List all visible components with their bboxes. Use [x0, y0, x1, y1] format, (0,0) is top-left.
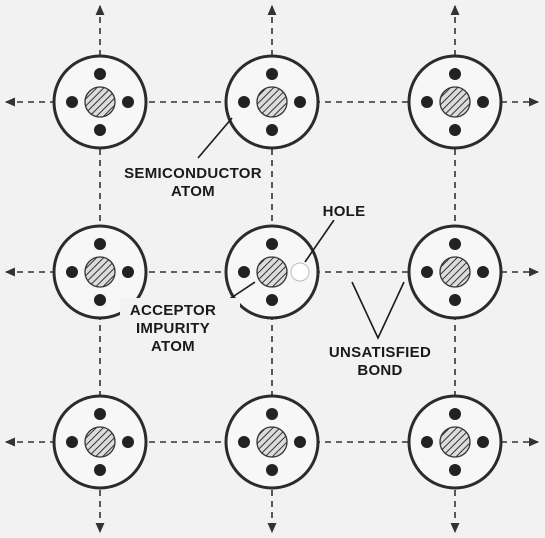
electron-icon [238, 96, 250, 108]
nucleus-icon [257, 427, 287, 457]
nucleus-icon [257, 257, 287, 287]
electron-icon [294, 436, 306, 448]
unsatisfied-bond-label-line1: UNSATISFIED [329, 344, 431, 361]
electron-icon [94, 294, 106, 306]
electron-icon [266, 408, 278, 420]
semiconductor-atom [409, 396, 501, 488]
atoms [54, 56, 501, 488]
nucleus-icon [440, 87, 470, 117]
nucleus-icon [85, 257, 115, 287]
electron-icon [94, 464, 106, 476]
electron-icon [421, 96, 433, 108]
unsatisfied-bond-leader [352, 282, 404, 338]
electron-icon [449, 124, 461, 136]
nucleus-icon [85, 87, 115, 117]
unsatisfied-bond-label-line2: BOND [357, 362, 402, 379]
electron-icon [66, 436, 78, 448]
electron-icon [66, 96, 78, 108]
semiconductor-atom-leader [198, 118, 232, 158]
electron-icon [94, 408, 106, 420]
nucleus-icon [85, 427, 115, 457]
electron-icon [94, 68, 106, 80]
electron-icon [449, 464, 461, 476]
electron-icon [238, 266, 250, 278]
electron-icon [477, 96, 489, 108]
nucleus-icon [440, 257, 470, 287]
semiconductor-atom [409, 226, 501, 318]
electron-icon [266, 68, 278, 80]
nucleus-icon [257, 87, 287, 117]
acceptor-label-line1: ACCEPTOR [130, 302, 216, 319]
electron-icon [122, 266, 134, 278]
electron-icon [449, 408, 461, 420]
electron-icon [449, 294, 461, 306]
acceptor-label-line2: IMPURITY [136, 320, 210, 337]
electron-icon [266, 464, 278, 476]
electron-icon [122, 436, 134, 448]
semiconductor-atom [54, 56, 146, 148]
hole-label: HOLE [323, 203, 366, 220]
electron-icon [94, 124, 106, 136]
electron-icon [421, 436, 433, 448]
semiconductor-atom-label-line1: SEMICONDUCTOR [124, 165, 262, 182]
semiconductor-atom [226, 396, 318, 488]
electron-icon [266, 294, 278, 306]
electron-icon [122, 96, 134, 108]
electron-icon [477, 266, 489, 278]
electron-icon [94, 238, 106, 250]
acceptor-label-line3: ATOM [151, 338, 195, 355]
electron-icon [294, 96, 306, 108]
semiconductor-atom [226, 56, 318, 148]
nucleus-icon [440, 427, 470, 457]
semiconductor-atom [409, 56, 501, 148]
electron-icon [449, 238, 461, 250]
electron-icon [449, 68, 461, 80]
hole-leader [305, 220, 334, 262]
electron-icon [266, 124, 278, 136]
electron-icon [66, 266, 78, 278]
electron-icon [421, 266, 433, 278]
hole-icon [291, 263, 309, 281]
semiconductor-atom-label-line2: ATOM [171, 183, 215, 200]
semiconductor-atom [54, 396, 146, 488]
electron-icon [266, 238, 278, 250]
electron-icon [477, 436, 489, 448]
electron-icon [238, 436, 250, 448]
